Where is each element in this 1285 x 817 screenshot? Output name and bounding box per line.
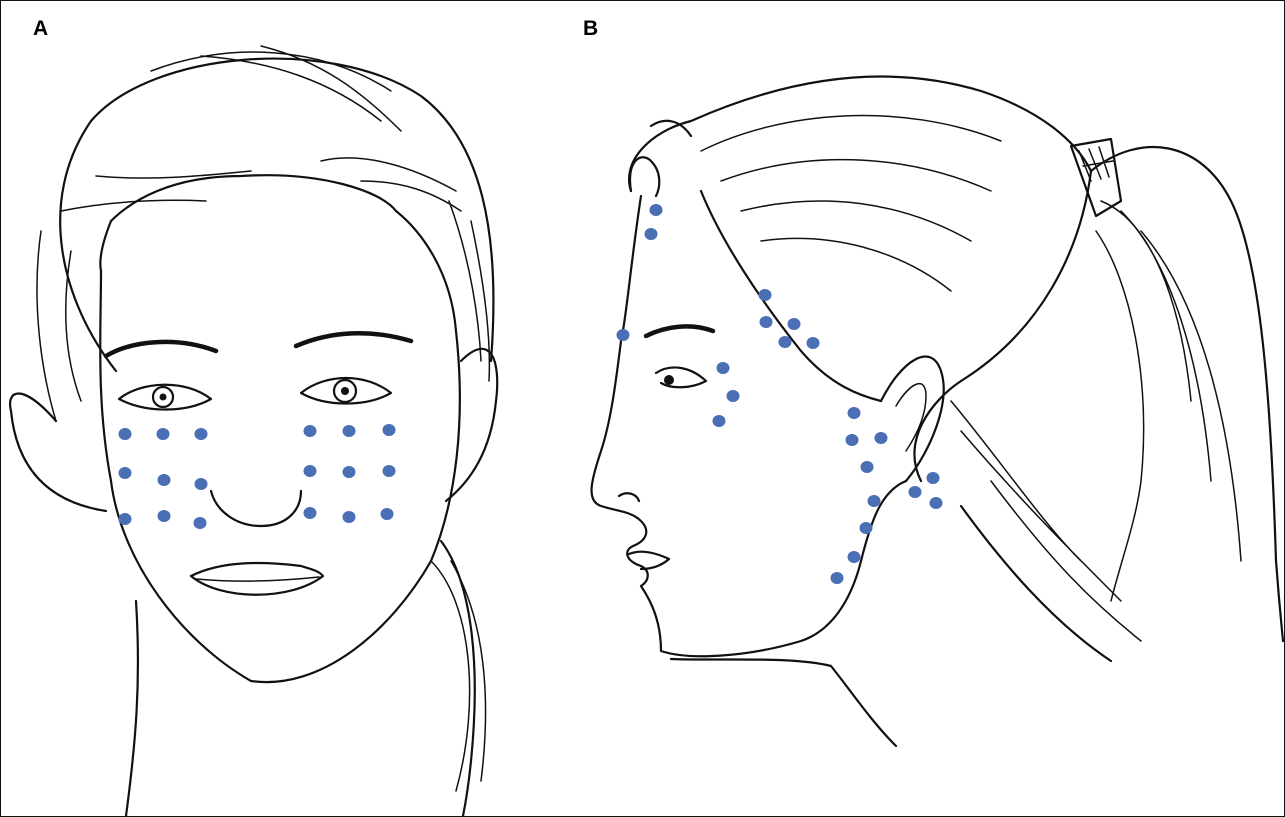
injection-point [119, 428, 132, 440]
profile-hair-back [915, 171, 1091, 481]
injection-point [860, 522, 873, 534]
frontal-neck-left [126, 601, 138, 816]
profile-face-outline [592, 196, 906, 656]
frontal-neck-hair [431, 561, 486, 791]
injection-point [343, 425, 356, 437]
injection-point [807, 337, 820, 349]
injection-point [759, 289, 772, 301]
injection-point [383, 424, 396, 436]
profile-hair-back-lower [951, 401, 1141, 641]
frontal-mouth-upper [191, 563, 323, 576]
injection-point [157, 428, 170, 440]
injection-point [304, 507, 317, 519]
injection-point [158, 474, 171, 486]
injection-point [304, 425, 317, 437]
profile-ponytail-strands [1096, 201, 1241, 601]
profile-neck-back [961, 506, 1111, 661]
injection-point [788, 318, 801, 330]
frontal-hair-side-left [37, 231, 81, 421]
frontal-eyebrow-left [106, 342, 216, 356]
injection-point [713, 415, 726, 427]
injection-point [158, 510, 171, 522]
frontal-pupil-left [160, 394, 167, 401]
injection-point [304, 465, 317, 477]
injection-point [645, 228, 658, 240]
injection-point [930, 497, 943, 509]
injection-point [909, 486, 922, 498]
frontal-hair-strands [61, 46, 461, 211]
profile-neck-front [671, 659, 896, 746]
profile-eye [656, 367, 706, 387]
injection-point [617, 329, 630, 341]
profile-lips [629, 552, 669, 569]
frontal-face-left-upper [100, 221, 111, 271]
injection-point [760, 316, 773, 328]
frontal-pupil-right [341, 387, 349, 395]
injection-point [927, 472, 940, 484]
injection-point [119, 467, 132, 479]
profile-face-drawing [592, 77, 1283, 746]
injection-point [343, 511, 356, 523]
injection-point [875, 432, 888, 444]
injection-point [381, 508, 394, 520]
profile-ear-inner [896, 384, 926, 451]
injection-point [650, 204, 663, 216]
injection-point [343, 466, 356, 478]
frontal-hairline [111, 175, 396, 221]
injection-point [119, 513, 132, 525]
injection-point [848, 407, 861, 419]
injection-point [195, 428, 208, 440]
injection-point [831, 572, 844, 584]
injection-point [846, 434, 859, 446]
profile-nostril [619, 493, 639, 501]
injection-point [861, 461, 874, 473]
frontal-face-outline [100, 211, 460, 682]
profile-eyebrow [646, 326, 713, 336]
injection-point [194, 517, 207, 529]
injection-point [779, 336, 792, 348]
injection-point [717, 362, 730, 374]
profile-hair-tie-lines [1079, 147, 1113, 181]
frontal-ear-left [10, 394, 106, 512]
injection-point [868, 495, 881, 507]
frontal-mouth-line [196, 577, 319, 581]
frontal-eyebrow-right [296, 333, 411, 346]
injection-point [383, 465, 396, 477]
profile-ear [881, 357, 944, 481]
injection-point [727, 390, 740, 402]
frontal-hair-outline [60, 59, 493, 371]
profile-hair-outline [629, 77, 1091, 191]
injection-point [848, 551, 861, 563]
frontal-nose [211, 491, 301, 526]
frontal-face-drawing [10, 46, 497, 816]
injection-point [195, 478, 208, 490]
profile-hair-front [630, 157, 659, 196]
profile-pupil [664, 375, 674, 385]
injection-points [119, 204, 943, 584]
profile-hair-strands [701, 116, 1001, 291]
